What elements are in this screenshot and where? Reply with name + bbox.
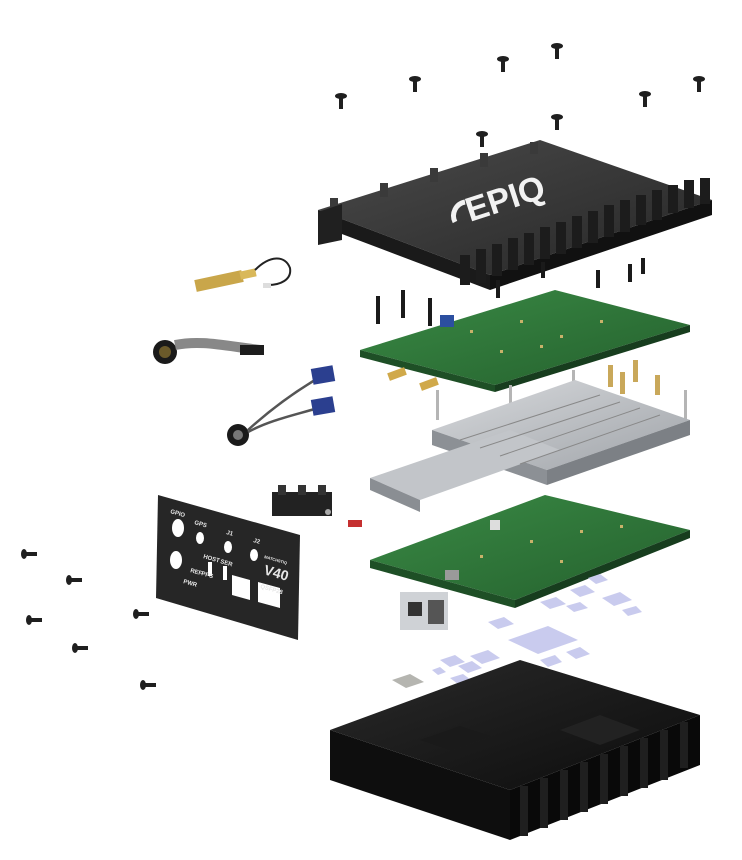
screw-icon [72,643,88,653]
label-host: HOST [202,554,220,564]
label-ref: REF [189,568,203,577]
label-ser: SER [219,559,233,568]
screw-icon [639,91,651,107]
rear-panel: GPIO GPS J1 J2 HOST SER REF PPS PWR MATC… [156,495,300,640]
thermal-pads [432,574,642,684]
label-brand: MATCHSTIQ [264,554,288,565]
screw-icon [140,680,156,690]
rf-pcb [360,290,690,392]
screw-icon [551,114,563,130]
screw-icon [133,609,149,619]
label-j1: J1 [225,530,234,538]
screw-icon [335,93,347,109]
label-gpio: GPIO [169,509,185,519]
label-gps: GPS [193,520,207,529]
epiq-logo-mark-icon [451,199,466,224]
sma-cable [194,257,292,292]
label-model: V40 [262,562,291,584]
screw-icon [26,615,42,625]
screw-icon [66,575,82,585]
label-pwr: PWR [182,579,198,589]
screw-icon [693,76,705,92]
screw-icon [497,56,509,72]
shield-frame [370,380,690,512]
side-screws [21,549,156,690]
screw-icon [409,76,421,92]
screw-icon [476,131,488,147]
screw-icon [551,43,563,59]
long-standoffs [376,258,645,326]
gray-pad [392,674,424,688]
ribbon-connector [153,337,264,364]
fakra-cables [227,365,336,446]
connector-bracket [272,485,332,516]
heatsink-lid: EPIQ [318,140,712,290]
base-chassis [330,660,700,840]
screw-icon [21,549,37,559]
brass-standoffs [608,360,660,395]
sd-card [348,520,362,527]
top-screws [335,43,705,147]
label-pps: PPS [200,571,213,580]
digital-pcb [370,495,690,630]
label-j2: J2 [252,538,261,546]
